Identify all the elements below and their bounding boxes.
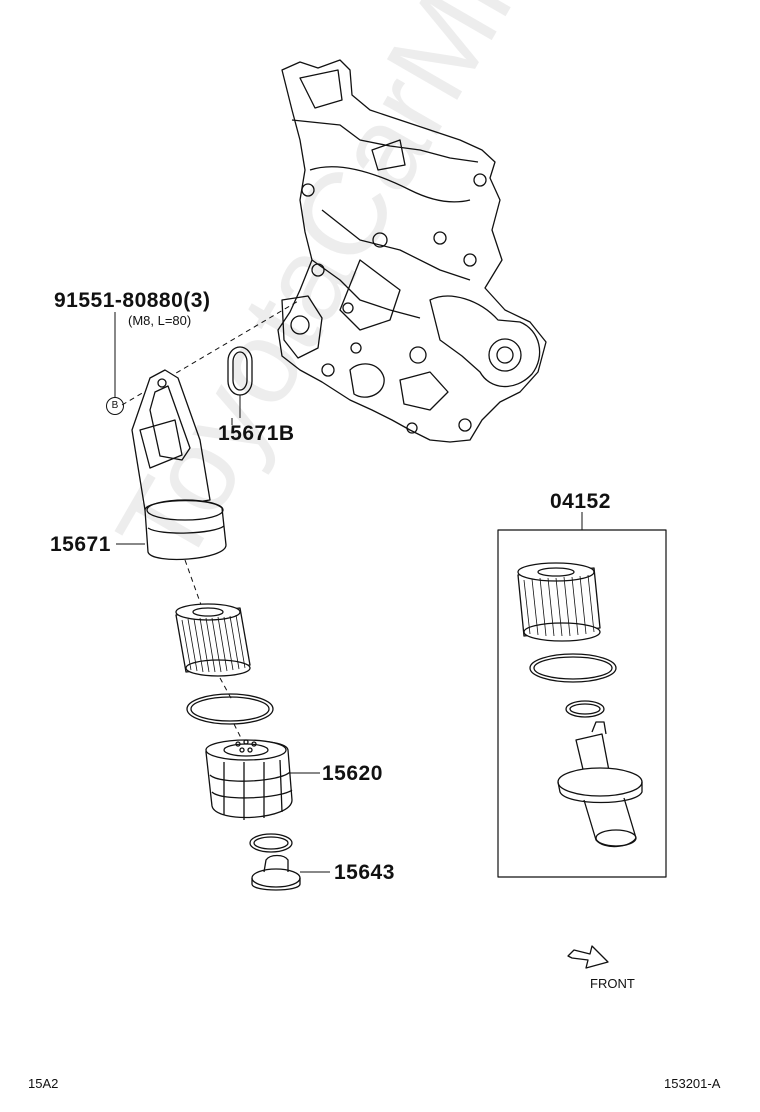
plug-part-number[interactable]: 15643 bbox=[334, 861, 395, 884]
front-arrow-icon bbox=[567, 945, 609, 969]
filter-element-illustration bbox=[175, 603, 251, 677]
front-label: FRONT bbox=[590, 976, 635, 991]
footer-left-code: 15A2 bbox=[28, 1076, 59, 1091]
kit-filter-element-illustration bbox=[517, 562, 601, 642]
filter-cap-illustration bbox=[205, 739, 293, 820]
bolt-part-number[interactable]: 91551-80880(3) bbox=[54, 289, 211, 312]
kit-part-number[interactable]: 04152 bbox=[550, 490, 611, 513]
kit-small-o-ring-illustration bbox=[565, 700, 605, 718]
small-o-ring-illustration bbox=[249, 833, 293, 853]
kit-drain-valve-illustration bbox=[557, 721, 643, 848]
gasket-ring-illustration bbox=[227, 346, 253, 418]
filter-housing-illustration bbox=[131, 369, 227, 561]
marker-b: B bbox=[106, 397, 124, 415]
timing-cover-illustration bbox=[277, 59, 547, 443]
bolt-spec: (M8, L=80) bbox=[128, 313, 192, 328]
housing-part-number[interactable]: 15671 bbox=[50, 533, 111, 556]
drain-plug-illustration bbox=[251, 854, 301, 891]
kit-o-ring-illustration bbox=[529, 653, 617, 683]
cap-part-number[interactable]: 15620 bbox=[322, 762, 383, 785]
o-ring-illustration bbox=[186, 693, 274, 725]
gasket-part-number[interactable]: 15671B bbox=[218, 422, 295, 445]
footer-right-code: 153201-A bbox=[664, 1076, 721, 1091]
